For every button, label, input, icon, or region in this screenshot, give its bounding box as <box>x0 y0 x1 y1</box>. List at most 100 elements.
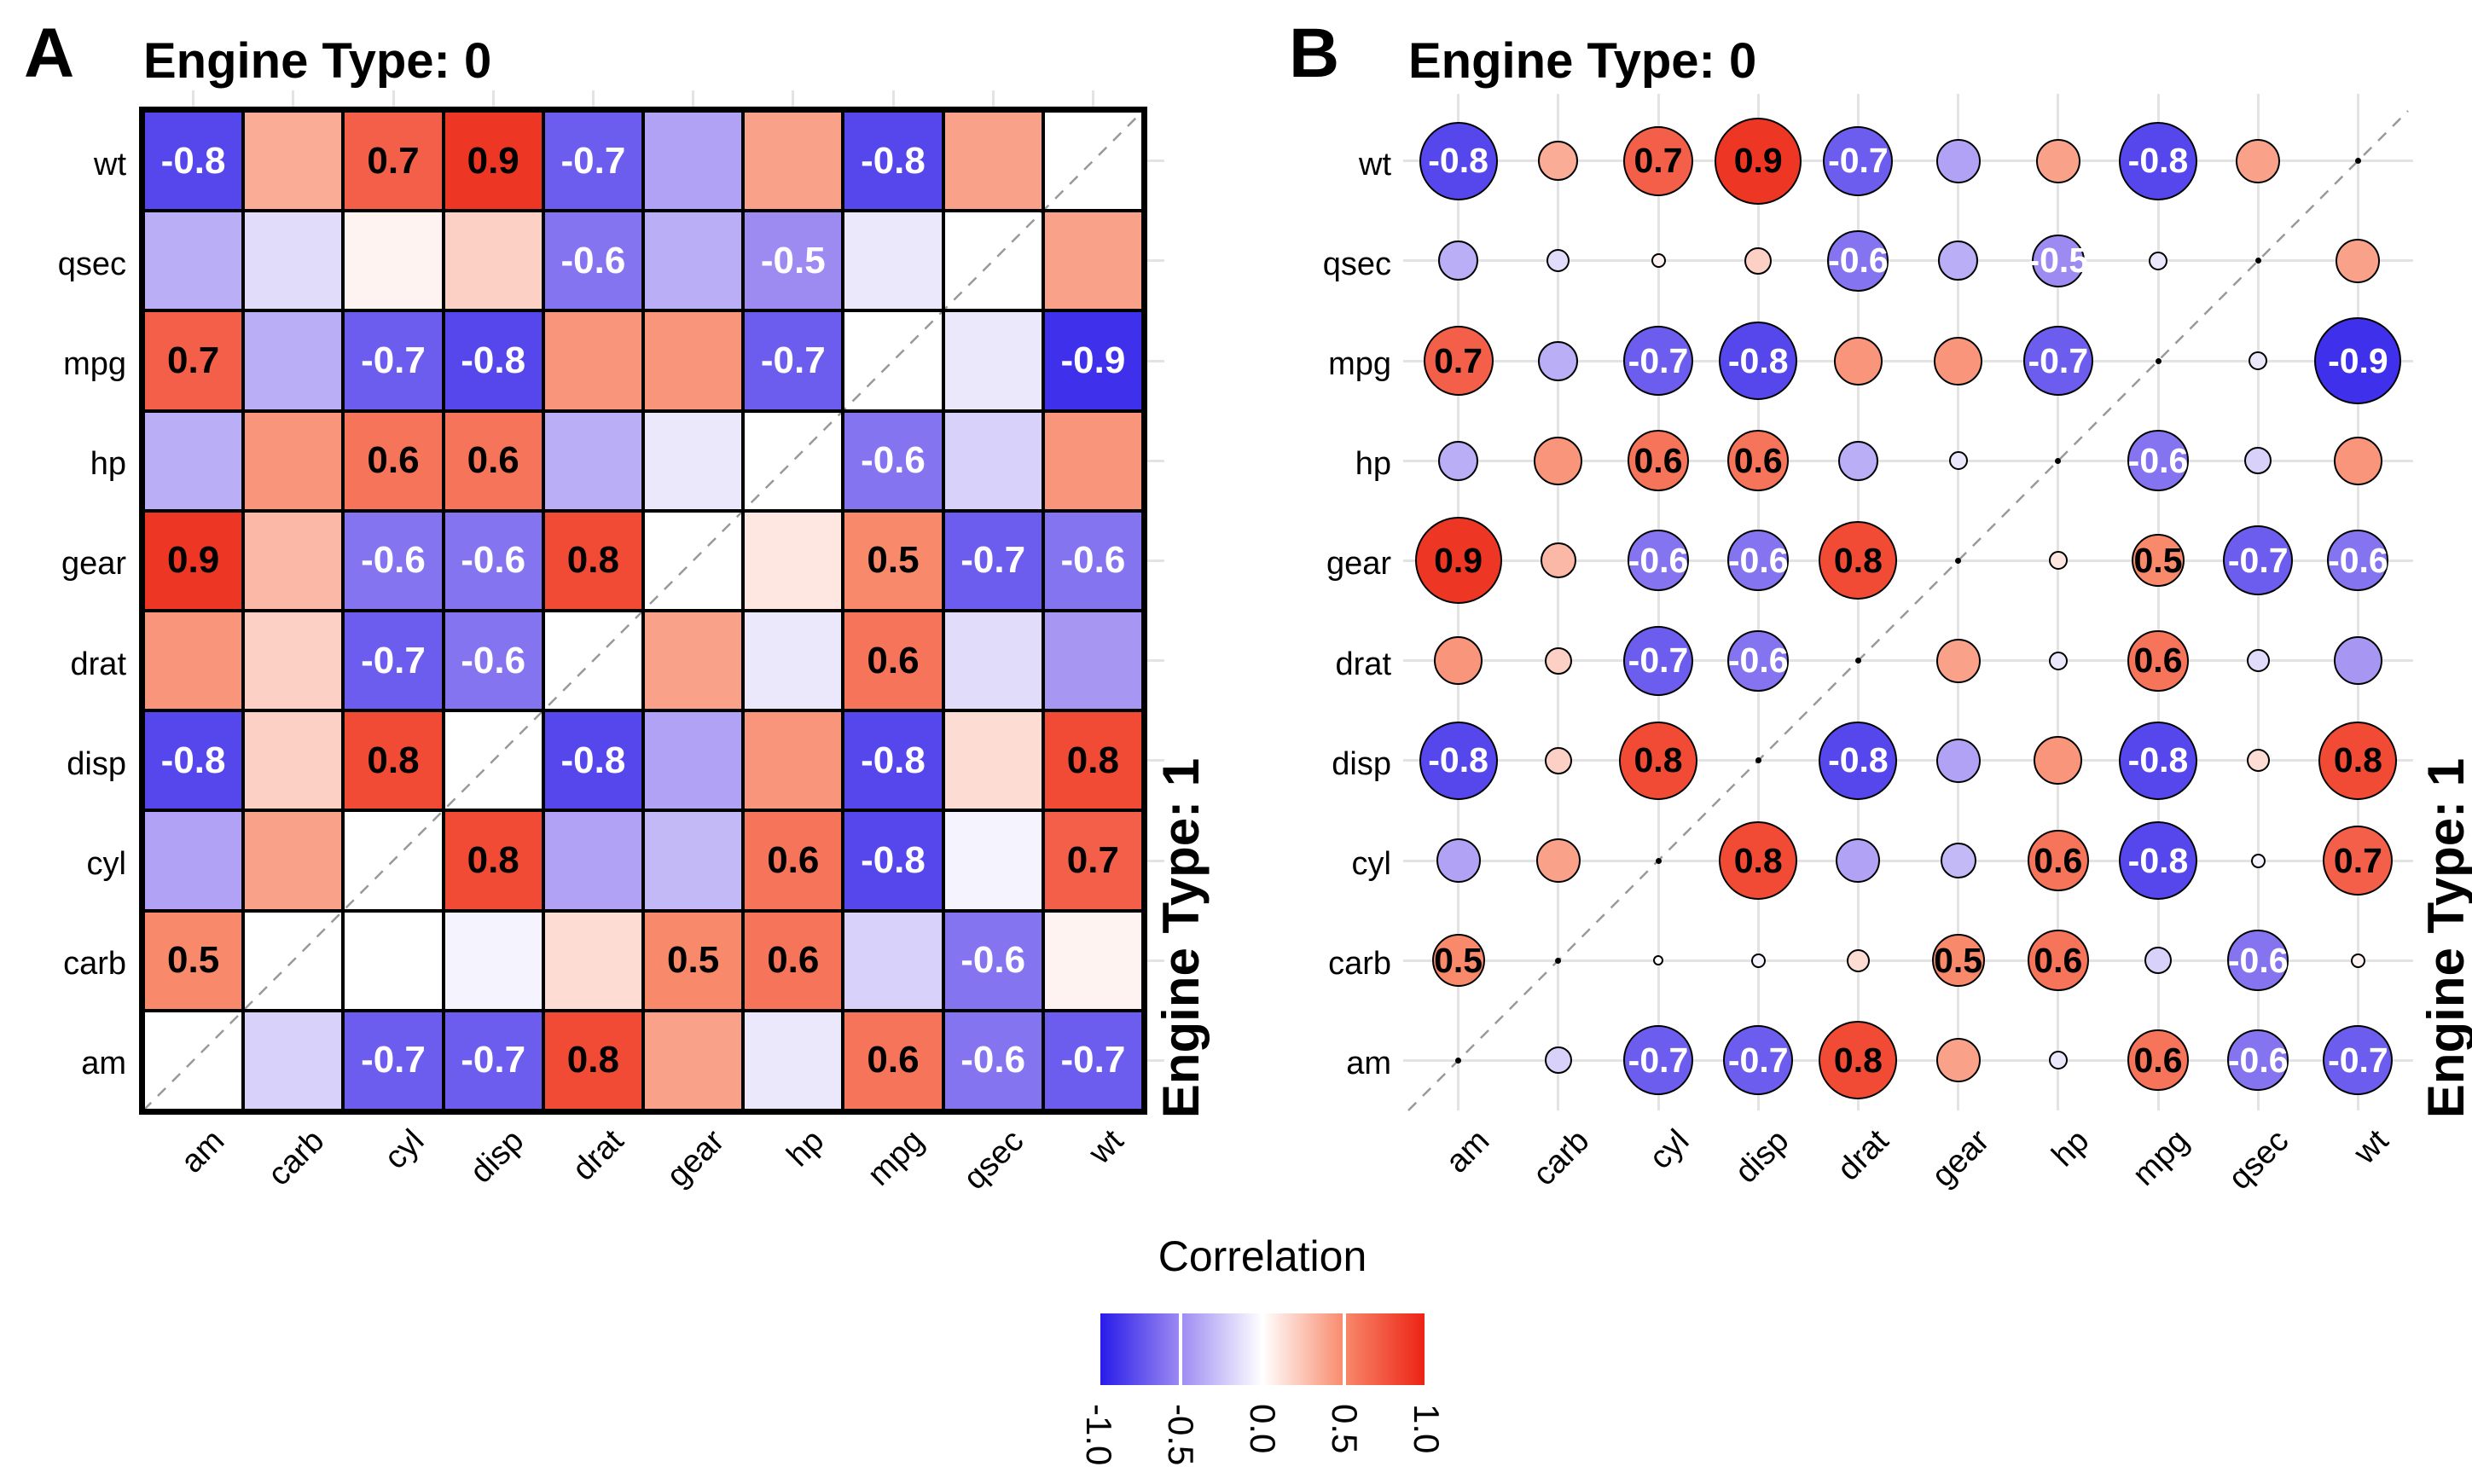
grid-line-vertical <box>2156 94 2160 1110</box>
corr-b-cyl-qsec <box>2250 853 2266 868</box>
corr-a-cyl-gear <box>643 810 744 911</box>
corr-b-cyl-gear <box>1940 843 1976 878</box>
corr-b-am-cyl <box>1623 1025 1693 1096</box>
corr-a-am-drat: 0.8 <box>543 1010 643 1110</box>
corr-a-hp-mpg: -0.6 <box>843 410 943 511</box>
corr-a-drat-qsec <box>943 611 1043 711</box>
y-axis-label: carb <box>1328 946 1391 983</box>
corr-a-cyl-hp: 0.6 <box>743 810 844 911</box>
corr-a-wt-mpg: -0.8 <box>843 111 943 212</box>
corr-a-disp-hp <box>743 710 844 811</box>
corr-b-carb-gear <box>1931 934 1985 988</box>
corr-b-disp-mpg <box>2119 721 2197 800</box>
x-axis-label: disp <box>463 1122 531 1191</box>
grid-stub-top <box>491 90 495 108</box>
corr-b-cyl-am <box>1436 838 1481 883</box>
x-axis-label: mpg <box>861 1122 931 1193</box>
corr-a-wt-hp <box>743 111 844 212</box>
corr-a-wt-carb <box>243 111 344 212</box>
corr-a-gear-carb <box>243 510 344 611</box>
corr-b-qsec-wt <box>2336 238 2381 283</box>
y-axis-label: am <box>1346 1046 1391 1082</box>
corr-a-cyl-disp: 0.8 <box>443 810 543 911</box>
grid-line-vertical <box>2057 94 2060 1110</box>
corr-b-qsec-gear <box>1938 241 1979 281</box>
panel-b-right-label: Engine Type: 1 <box>2417 757 2472 1119</box>
corr-b-wt-drat <box>1823 125 1894 196</box>
grid-stub-right <box>1146 1058 1164 1062</box>
grid-stub-right <box>1146 459 1164 462</box>
corr-a-gear-mpg: 0.5 <box>843 510 943 611</box>
corr-a-mpg-drat <box>543 310 643 411</box>
corr-b-wt-qsec <box>2236 138 2281 183</box>
corr-b-mpg-disp <box>1719 322 1798 400</box>
corr-b-cyl-disp <box>1719 821 1798 900</box>
y-axis-label: cyl <box>86 846 126 882</box>
corr-b-disp-wt <box>2318 721 2398 800</box>
corr-a-qsec-cyl <box>343 211 444 311</box>
corr-a-qsec-drat: -0.6 <box>543 211 643 311</box>
panel-a-tag: A <box>24 14 75 92</box>
corr-a-disp-disp-diagonal <box>443 710 543 811</box>
legend-tick-mark <box>1261 1313 1264 1385</box>
corr-b-carb-hp <box>2027 930 2089 992</box>
y-axis-label: qsec <box>57 246 126 282</box>
y-axis-label: mpg <box>1328 346 1391 382</box>
diagonal-dot <box>2155 357 2162 364</box>
corr-b-am-hp <box>2048 1051 2068 1070</box>
diagonal-dot <box>1655 857 1662 864</box>
y-axis-label: wt <box>94 146 126 183</box>
corr-b-drat-hp <box>2048 651 2068 670</box>
corr-a-hp-gear <box>643 410 744 511</box>
grid-stub-right <box>1146 859 1164 862</box>
corr-a-am-disp: -0.7 <box>443 1010 543 1110</box>
grid-line-horizontal <box>1403 959 2413 962</box>
corr-b-disp-carb <box>1544 746 1572 774</box>
corr-b-wt-gear <box>1935 138 1981 183</box>
corr-b-drat-gear <box>1935 638 1981 683</box>
corr-b-am-carb <box>1544 1046 1572 1075</box>
corr-a-drat-mpg: 0.6 <box>843 611 943 711</box>
corr-b-qsec-mpg <box>2149 251 2167 270</box>
corr-b-drat-qsec <box>2246 649 2270 673</box>
grid-line-vertical <box>1557 94 1560 1110</box>
corr-b-hp-carb <box>1534 436 1583 485</box>
legend-tick-label: 0.0 <box>1243 1404 1283 1454</box>
corr-a-cyl-carb <box>243 810 344 911</box>
corr-b-qsec-am <box>1438 241 1479 281</box>
corr-b-mpg-carb <box>1538 340 1579 381</box>
y-axis-label: disp <box>1332 745 1391 782</box>
corr-b-gear-cyl <box>1628 530 1689 592</box>
corr-b-wt-carb <box>1538 141 1579 182</box>
corr-a-hp-cyl: 0.6 <box>343 410 444 511</box>
grid-stub-top <box>292 90 295 108</box>
corr-a-mpg-qsec <box>943 310 1043 411</box>
corr-b-hp-qsec <box>2244 447 2272 475</box>
corr-a-carb-wt <box>1042 910 1143 1011</box>
grid-stub-right <box>1146 259 1164 263</box>
corr-b-carb-qsec <box>2227 930 2289 992</box>
y-axis-label: carb <box>63 946 126 983</box>
corr-a-wt-drat: -0.7 <box>543 111 643 212</box>
grid-stub-top <box>192 90 195 108</box>
corr-a-wt-am: -0.8 <box>143 111 244 212</box>
corr-b-qsec-carb <box>1546 249 1570 273</box>
y-axis-label: mpg <box>63 346 126 382</box>
corr-b-hp-mpg <box>2127 430 2189 492</box>
corr-a-qsec-carb <box>243 211 344 311</box>
corr-b-drat-mpg <box>2127 629 2189 692</box>
corr-b-am-qsec <box>2227 1029 2289 1092</box>
x-axis-label: cyl <box>377 1122 432 1177</box>
corr-a-am-wt: -0.7 <box>1042 1010 1143 1110</box>
corr-a-wt-qsec <box>943 111 1043 212</box>
y-axis-label: wt <box>1359 146 1391 183</box>
grid-line-horizontal <box>1403 1058 2413 1062</box>
legend-tick-mark <box>1425 1313 1428 1385</box>
corr-a-hp-qsec <box>943 410 1043 511</box>
grid-line-vertical <box>1657 94 1660 1110</box>
diagonal-dot <box>1555 957 1562 964</box>
legend-tick-mark <box>1097 1313 1100 1385</box>
panel-a-title: Engine Type: 0 <box>143 33 492 89</box>
y-axis-label: qsec <box>1322 246 1391 282</box>
